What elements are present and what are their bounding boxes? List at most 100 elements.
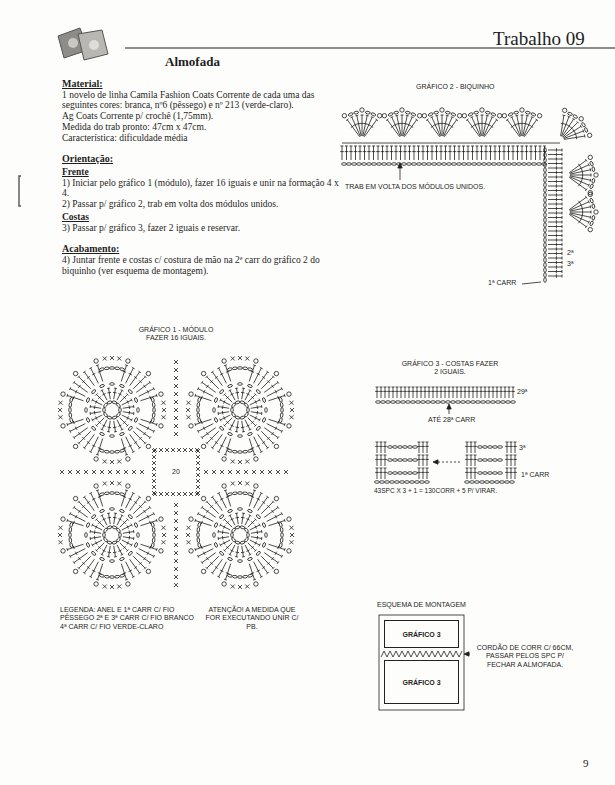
single-crochet: [174, 368, 178, 372]
double-crochet: [508, 387, 511, 388]
chain-stitch: [544, 188, 547, 193]
double-crochet: [377, 442, 378, 453]
double-crochet: [96, 364, 99, 366]
double-crochet: [237, 388, 239, 399]
double-crochet: [224, 543, 232, 551]
chain-stitch: [446, 401, 451, 404]
chain-stitch: [452, 163, 457, 166]
double-crochet: [92, 419, 93, 422]
double-crochet: [84, 372, 94, 386]
double-crochet: [472, 387, 475, 388]
double-crochet: [98, 573, 101, 574]
single-crochet: [174, 527, 178, 531]
double-crochet: [556, 180, 557, 184]
double-crochet: [113, 427, 117, 429]
double-crochet: [91, 437, 99, 452]
edging-fan: [569, 192, 598, 232]
single-crochet: [260, 470, 264, 474]
chain-stitch: [544, 278, 547, 283]
double-crochet: [505, 472, 509, 473]
double-crochet: [114, 546, 116, 557]
chain-stitch: [413, 472, 418, 475]
single-crochet: [189, 448, 193, 452]
double-crochet: [259, 524, 260, 527]
double-crochet: [578, 164, 580, 167]
picot: [73, 371, 77, 375]
double-crochet: [133, 412, 134, 415]
single-crochet: [60, 470, 64, 474]
double-crochet: [436, 387, 439, 388]
single-crochet: [228, 470, 232, 474]
double-crochet: [419, 391, 423, 392]
chain-stitch: [244, 403, 249, 408]
chain-stitch: [104, 367, 109, 370]
double-crochet: [475, 455, 476, 466]
double-crochet: [513, 387, 514, 398]
double-crochet: [427, 391, 431, 392]
double-crochet: [121, 390, 124, 391]
double-crochet: [69, 430, 70, 433]
double-crochet: [130, 434, 140, 448]
double-crochet: [423, 468, 424, 479]
double-crochet: [96, 416, 98, 419]
single-crochet: [174, 543, 178, 547]
single-crochet: [174, 559, 178, 563]
double-crochet: [562, 198, 563, 201]
double-crochet: [393, 387, 394, 398]
picot: [274, 569, 278, 573]
single-crochet: [162, 408, 166, 412]
double-crochet: [525, 146, 528, 147]
double-crochet: [568, 125, 571, 127]
double-crochet: [508, 146, 509, 160]
chain-stitch: [213, 408, 216, 413]
double-crochet: [460, 387, 463, 388]
double-crochet: [548, 177, 562, 178]
double-crochet: [354, 124, 357, 125]
chain-stitch: [115, 367, 120, 370]
picot: [274, 444, 278, 448]
single-crochet: [174, 567, 178, 571]
double-crochet: [277, 436, 279, 438]
single-crochet: [165, 492, 169, 496]
single-crochet: [186, 408, 190, 412]
double-crochet: [134, 376, 137, 378]
chain-stitch: [544, 258, 547, 263]
double-crochet: [203, 552, 205, 555]
double-crochet: [564, 136, 585, 139]
row-label: 29ª: [517, 388, 527, 396]
single-crochet: [174, 559, 178, 563]
double-crochet: [242, 546, 244, 557]
arrow-head: [433, 460, 438, 464]
chain-stitch: [544, 198, 547, 203]
chain-stitch: [432, 163, 437, 166]
double-crochet: [117, 545, 122, 555]
double-crochet: [507, 442, 508, 453]
double-crochet: [570, 127, 573, 130]
double-crochet: [262, 441, 265, 443]
chain-stitch: [112, 416, 117, 420]
double-crochet: [218, 532, 229, 534]
double-crochet: [514, 124, 517, 125]
double-crochet: [211, 371, 213, 373]
double-crochet: [490, 146, 491, 160]
chain-stitch: [248, 492, 253, 496]
single-crochet: [177, 492, 181, 496]
double-crochet: [588, 221, 589, 224]
double-crochet: [381, 387, 382, 398]
double-crochet: [432, 387, 435, 388]
double-crochet: [237, 546, 239, 557]
double-crochet: [556, 247, 557, 251]
double-crochet: [87, 441, 90, 443]
double-crochet: [466, 151, 470, 152]
double-crochet: [132, 367, 135, 368]
double-crochet: [564, 131, 584, 139]
double-crochet: [118, 519, 121, 521]
double-crochet: [580, 125, 582, 128]
double-crochet: [588, 200, 589, 203]
double-crochet: [194, 519, 196, 522]
double-crochet: [357, 123, 361, 125]
double-crochet: [435, 115, 438, 117]
single-crochet: [58, 533, 62, 537]
double-crochet: [198, 514, 213, 522]
single-crochet: [161, 540, 165, 544]
